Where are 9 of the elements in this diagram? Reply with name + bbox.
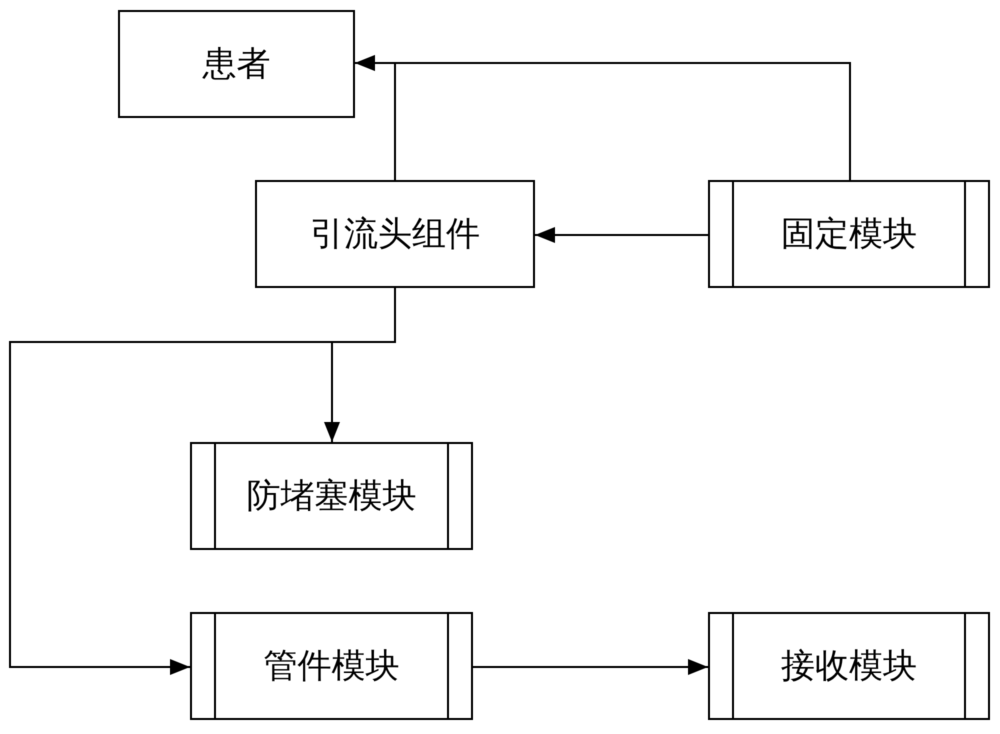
arrow <box>473 659 708 675</box>
module-box: 接收模块 <box>708 612 990 720</box>
process-box: 引流头组件 <box>255 180 535 288</box>
module-box: 管件模块 <box>190 612 473 720</box>
arrow <box>535 227 708 243</box>
module-box: 固定模块 <box>708 180 990 288</box>
process-box: 患者 <box>118 10 355 118</box>
arrow <box>355 55 851 180</box>
module-box: 防堵塞模块 <box>190 442 473 550</box>
